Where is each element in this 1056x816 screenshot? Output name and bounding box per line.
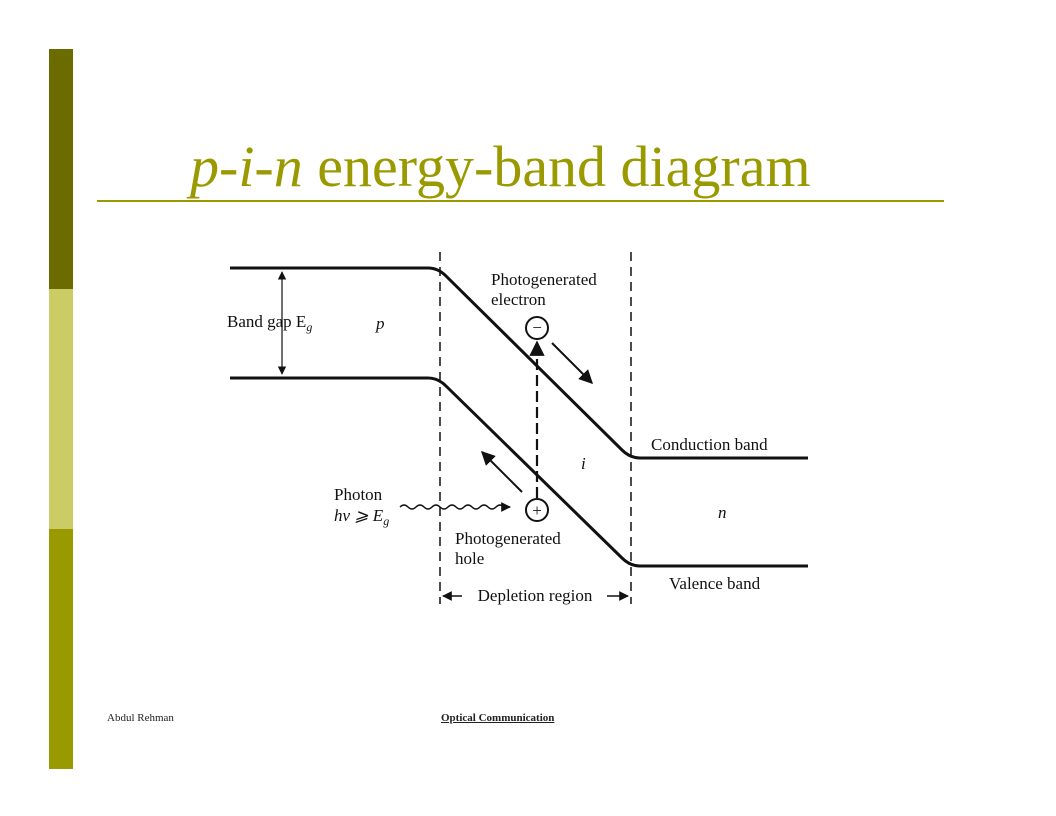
hole-symbol: + — [532, 501, 542, 520]
side-bar-segment-dark — [49, 49, 73, 289]
photon-label-1: Photon — [334, 485, 383, 504]
i-region-label: i — [581, 454, 586, 473]
hole-drift-arrow — [481, 451, 523, 493]
valence-band-label: Valence band — [669, 574, 761, 593]
electron-circle — [525, 316, 549, 340]
hole-circle — [525, 498, 549, 522]
photon-wave-arrow — [399, 502, 511, 512]
conduction-band-label: Conduction band — [651, 435, 768, 454]
side-bar-segment-light — [49, 289, 73, 529]
photon-label-2: hν ⩾ Eg — [334, 506, 389, 528]
footer-author: Abdul Rehman — [107, 712, 174, 724]
side-bar-segment-mid — [49, 529, 73, 769]
title-underline — [97, 200, 944, 202]
band-gap-label: Band gap Eg — [227, 312, 312, 334]
p-region-label: p — [375, 314, 385, 333]
photogenerated-hole-label-2: hole — [455, 549, 484, 568]
title-rest: energy-band diagram — [302, 134, 811, 199]
electron-drift-arrow — [551, 342, 593, 384]
photogenerated-electron-label-1: Photogenerated — [491, 270, 597, 289]
depletion-region-label: Depletion region — [478, 586, 593, 605]
photogenerated-hole-label-1: Photogenerated — [455, 529, 561, 548]
valence-band-curve — [230, 376, 808, 568]
n-region-label: n — [718, 503, 727, 522]
photogenerated-electron-label-2: electron — [491, 290, 546, 309]
title-prefix: p-i-n — [190, 134, 303, 199]
pin-energy-band-diagram: − + Band gap Eg p i n Photogenerated ele… — [227, 252, 808, 605]
slide-title: p-i-n energy-band diagram — [190, 138, 811, 196]
footer-course: Optical Communication — [441, 712, 555, 724]
side-accent-bar — [49, 49, 73, 769]
electron-symbol: − — [532, 318, 542, 337]
conduction-band-curve — [230, 266, 808, 460]
